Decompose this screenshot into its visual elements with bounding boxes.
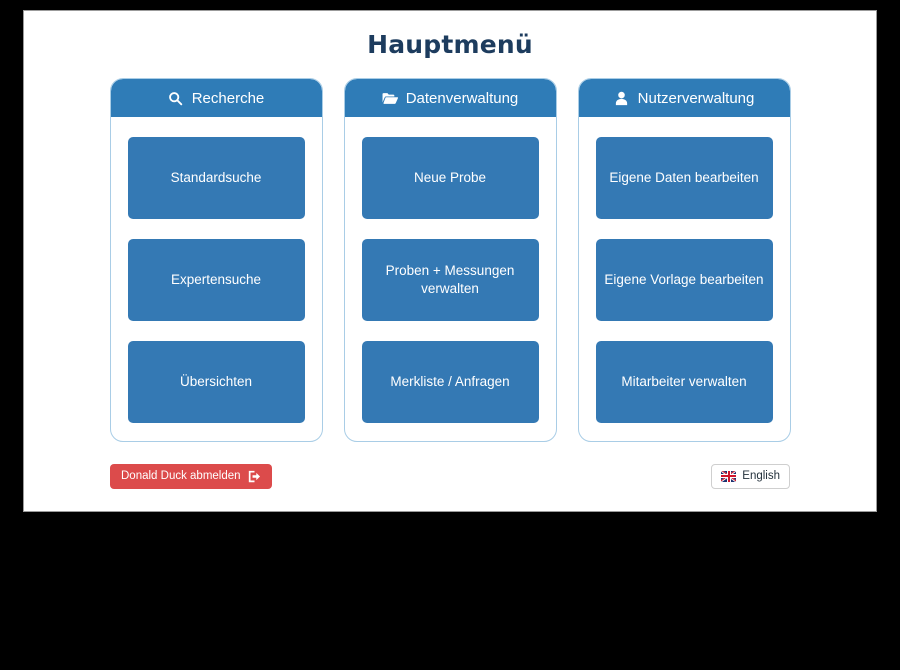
menu-cards-row: Recherche Standardsuche Expertensuche Üb… (24, 78, 876, 442)
card-header-recherche: Recherche (110, 79, 322, 117)
menu-button-standardsuche[interactable]: Standardsuche (127, 137, 305, 219)
card-body-nutzerverwaltung: Eigene Daten bearbeiten Eigene Vorlage b… (579, 117, 790, 441)
card-header-datenverwaltung: Datenverwaltung (344, 79, 556, 117)
footer-row: Donald Duck abmelden English (24, 456, 876, 496)
menu-button-eigene-vorlage-bearbeiten[interactable]: Eigene Vorlage bearbeiten (595, 239, 773, 321)
language-selector-button[interactable]: English (711, 463, 790, 489)
app-viewport: Hauptmenü Recherche Standardsuche Expert… (23, 10, 877, 512)
language-label: English (742, 470, 780, 482)
card-title-recherche: Recherche (191, 89, 265, 107)
menu-card-nutzerverwaltung: Nutzerverwaltung Eigene Daten bearbeiten… (577, 78, 791, 442)
user-icon (614, 90, 630, 106)
uk-flag-icon (721, 470, 737, 482)
menu-button-eigene-daten-bearbeiten[interactable]: Eigene Daten bearbeiten (595, 137, 773, 219)
folder-open-icon (382, 90, 398, 106)
sign-out-icon (248, 470, 261, 483)
menu-card-datenverwaltung: Datenverwaltung Neue Probe Proben + Mess… (343, 78, 557, 442)
menu-button-uebersichten[interactable]: Übersichten (127, 341, 305, 423)
menu-button-merkliste-anfragen[interactable]: Merkliste / Anfragen (361, 341, 539, 423)
card-title-datenverwaltung: Datenverwaltung (405, 89, 519, 107)
menu-card-recherche: Recherche Standardsuche Expertensuche Üb… (109, 78, 323, 442)
menu-button-mitarbeiter-verwalten[interactable]: Mitarbeiter verwalten (595, 341, 773, 423)
card-body-recherche: Standardsuche Expertensuche Übersichten (111, 117, 322, 441)
card-title-nutzerverwaltung: Nutzerverwaltung (637, 89, 755, 107)
card-header-nutzerverwaltung: Nutzerverwaltung (578, 79, 790, 117)
search-icon (168, 90, 184, 106)
menu-button-proben-messungen-verwalten[interactable]: Proben + Messungen verwalten (361, 239, 539, 321)
logout-button[interactable]: Donald Duck abmelden (110, 463, 272, 489)
logout-button-label: Donald Duck abmelden (121, 470, 241, 482)
menu-button-neue-probe[interactable]: Neue Probe (361, 137, 539, 219)
page-title: Hauptmenü (367, 30, 533, 59)
card-body-datenverwaltung: Neue Probe Proben + Messungen verwalten … (345, 117, 556, 441)
menu-button-expertensuche[interactable]: Expertensuche (127, 239, 305, 321)
